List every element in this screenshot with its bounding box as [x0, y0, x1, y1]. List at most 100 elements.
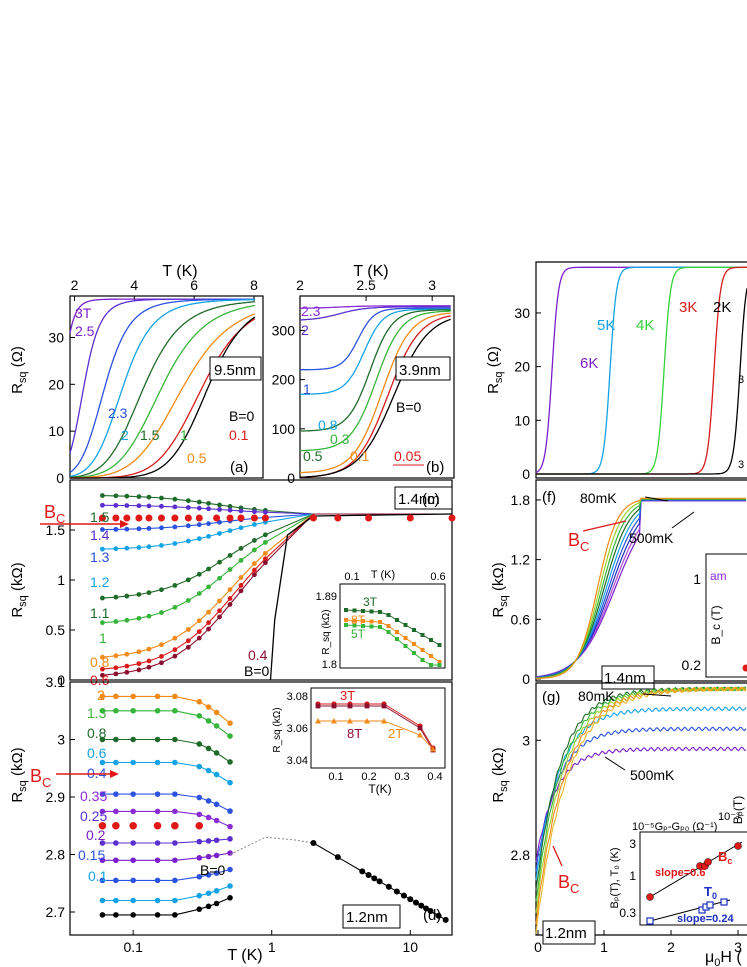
data-point: [385, 883, 392, 890]
series-label: 2: [121, 427, 129, 443]
inset-point: [720, 898, 728, 906]
data-point: [136, 592, 142, 597]
inset-point: [742, 664, 747, 672]
inset-point: [378, 625, 382, 629]
data-point: [113, 897, 119, 904]
inset-point: [347, 703, 353, 709]
data-point: [113, 808, 119, 815]
data-point: [213, 750, 220, 756]
x-tick-label: 3: [734, 939, 742, 955]
y-tick-label: 2.9: [46, 789, 66, 805]
data-point: [130, 707, 136, 714]
data-point: [205, 872, 212, 878]
data-point: [206, 584, 211, 590]
data-point: [213, 852, 220, 859]
inset-point: [646, 893, 654, 901]
panel-label: (g): [542, 689, 560, 706]
data-point: [154, 877, 161, 884]
x-tick-label: 2: [667, 939, 675, 955]
y-tick-label: 0: [287, 470, 295, 486]
data-point: [172, 791, 178, 797]
data-point: [262, 509, 268, 515]
y-tick-label: 3: [522, 732, 530, 748]
data-point: [196, 873, 203, 880]
data-point: [100, 672, 105, 678]
data-point: [400, 892, 407, 899]
inset-y-tick: 1.89: [316, 591, 337, 603]
inset-y-tick: 1: [693, 571, 701, 587]
data-point: [196, 618, 202, 624]
inset-label: 3T: [363, 595, 378, 609]
series-label: 4K: [636, 317, 654, 334]
data-point: [196, 505, 202, 511]
annotation: 500mK: [629, 530, 674, 546]
thickness-box: [395, 356, 451, 381]
data-point: [136, 661, 142, 667]
inset-top-label: 10⁻⁵Gₚ-Gₚ₀ (Ω⁻¹): [632, 821, 717, 833]
series-label: 0.4: [248, 647, 268, 663]
series-line: [536, 288, 747, 475]
data-point: [172, 759, 178, 766]
thickness-label: 3.9nm: [399, 362, 441, 379]
data-point: [227, 528, 233, 534]
inset-frame: [310, 687, 446, 769]
data-point: [418, 902, 425, 909]
inset-top-right: 10⁻³: [718, 811, 740, 823]
x-tick-label: 3: [428, 277, 436, 293]
bc-point: [171, 821, 179, 830]
inset-x-tick: 0.3: [394, 771, 409, 783]
series-line: [535, 746, 746, 863]
inset-point: [412, 642, 416, 646]
bc-point: [112, 821, 120, 830]
series-label: 2.3: [108, 405, 128, 421]
bc-point: [213, 514, 221, 522]
ylabel-g: Rsq (kΩ): [490, 747, 510, 802]
data-point: [227, 808, 233, 814]
inset-point: [364, 703, 370, 709]
y-tick-label: 100: [272, 421, 296, 437]
data-point: [196, 571, 202, 577]
data-point: [99, 857, 106, 864]
series-label: B=0: [244, 663, 270, 679]
inset-point: [734, 842, 742, 850]
bc-point: [153, 821, 162, 830]
series-label: 1.5: [90, 509, 110, 525]
bc-arrow: [582, 520, 627, 532]
series-label: 0.8: [87, 725, 107, 741]
ylabel-a: Rsq (Ω): [9, 346, 29, 394]
inset-point: [381, 718, 387, 724]
data-point: [227, 733, 233, 739]
series-line: [102, 695, 231, 724]
data-point: [196, 741, 203, 747]
series-line: [535, 686, 747, 901]
series-line: [70, 304, 255, 479]
data-point: [130, 736, 136, 743]
data-point: [423, 905, 430, 912]
data-point: [146, 658, 152, 664]
data-point: [100, 620, 105, 626]
x-tick-label: 2.5: [356, 277, 376, 293]
inset-point: [412, 628, 416, 632]
inset-y-tick: 0.3: [619, 906, 636, 920]
data-point: [99, 759, 106, 766]
series-label: 0.5: [303, 448, 323, 464]
inset-point: [331, 718, 337, 724]
series-line: [300, 310, 451, 452]
inset-point: [412, 651, 416, 655]
series-label: 2.3: [301, 303, 321, 319]
thickness-label: 1.4nm: [604, 670, 646, 687]
inset-label: 8T: [351, 613, 366, 627]
series-label: 0.25: [80, 808, 107, 824]
data-point: [113, 912, 119, 918]
data-point: [172, 653, 178, 659]
data-point: [206, 566, 211, 572]
bottom-xlabel-left: T (K): [227, 947, 262, 964]
clipped-tick: 3: [738, 459, 744, 471]
data-point: [206, 521, 211, 527]
data-point: [113, 546, 119, 552]
data-point: [99, 877, 106, 884]
data-point: [262, 539, 268, 545]
